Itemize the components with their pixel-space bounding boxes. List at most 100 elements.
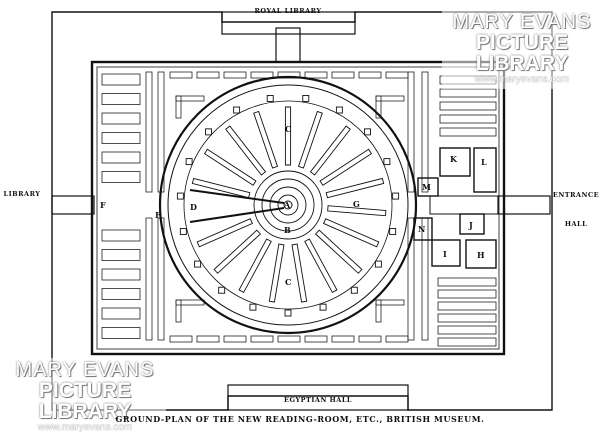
reading-desk — [284, 106, 292, 166]
bookstack-bottom — [385, 335, 409, 343]
library-label: LIBRARY — [4, 190, 41, 198]
reading-desk — [327, 205, 387, 217]
bookstack-right — [437, 337, 497, 347]
corner-stack — [175, 299, 182, 323]
bookstack-left — [101, 288, 141, 300]
letter-c-bottom: C — [285, 277, 291, 287]
bookstack-left — [101, 171, 141, 183]
letter-f: F — [100, 200, 106, 210]
bookstack-right — [437, 313, 497, 323]
watermark-line3: www.maryevans.com — [474, 74, 570, 85]
catalogue-desk — [383, 158, 391, 166]
catalogue-desk — [389, 228, 397, 235]
corner-stack — [375, 95, 382, 119]
reading-desk — [213, 229, 261, 274]
bookstack-bottom — [277, 335, 301, 343]
letter-j: J — [468, 220, 473, 230]
central-passage — [189, 189, 285, 223]
letter-k: K — [450, 154, 458, 164]
corner-stack — [375, 299, 405, 306]
catalogue-desk — [249, 303, 257, 311]
catalogue-desk — [185, 158, 193, 166]
reading-desk — [191, 177, 251, 199]
bookstack-top — [331, 71, 355, 79]
bookstack-bottom — [196, 335, 220, 343]
bookstack-right — [439, 101, 497, 111]
bookstack-right — [439, 127, 497, 137]
watermark-line2: PICTURE LIBRARY — [475, 31, 569, 75]
bookstack-left — [101, 151, 141, 164]
bookstack-left — [101, 229, 141, 242]
reading-desk — [297, 110, 323, 169]
bookstack-bottom — [358, 335, 382, 343]
bookstack-bottom — [223, 335, 247, 343]
entrance-label: ENTRANCE — [553, 191, 599, 199]
catalogue-desk — [194, 260, 202, 268]
service-rooms — [413, 147, 499, 269]
catalogue-desk — [364, 128, 371, 136]
catalogue-desk — [284, 309, 292, 317]
reading-desk — [268, 243, 285, 303]
bookstack-bottom — [331, 335, 355, 343]
catalogue-desk — [179, 228, 187, 235]
royal-library-wing — [221, 11, 356, 35]
watermark-line3: www.maryevans.com — [37, 422, 133, 433]
watermark-line1: MARY EVANS — [452, 11, 592, 33]
bookstack-column — [145, 71, 153, 193]
reading-room — [158, 75, 418, 335]
hall-label: HALL — [565, 220, 587, 228]
bookstack-column — [145, 217, 153, 341]
corner-stack — [175, 299, 205, 306]
bookstack-left — [101, 93, 141, 105]
main-building — [90, 60, 506, 356]
bookstack-bottom — [250, 335, 274, 343]
bookstack-column — [407, 71, 415, 193]
egyptian-hall-label: EGYPTIAN HALL — [284, 396, 352, 404]
catalogue-desk — [176, 192, 184, 200]
letter-c-top: C — [285, 124, 291, 134]
bookstack-column — [421, 217, 429, 341]
bookstack-left — [101, 307, 141, 320]
letter-g: G — [353, 199, 360, 209]
bookstack-right — [439, 88, 497, 98]
bookstack-left — [101, 249, 141, 261]
bookstack-right — [439, 114, 497, 124]
caption: GROUND-PLAN OF THE NEW READING-ROOM, ETC… — [115, 414, 485, 424]
reading-desk — [203, 148, 257, 186]
watermark-line1: MARY EVANS — [15, 359, 155, 381]
bookstack-bottom — [304, 335, 328, 343]
bookstack-column — [407, 217, 415, 341]
watermark-top-right: MARY EVANS PICTURE LIBRARY www.maryevans… — [442, 10, 600, 89]
bookstack-left — [101, 132, 141, 144]
letter-h: H — [477, 250, 485, 260]
letter-b: B — [284, 225, 291, 235]
corner-stack — [375, 95, 405, 102]
letter-e: E — [155, 210, 161, 220]
royal-library-label: ROYAL LIBRARY — [254, 7, 321, 15]
bookstack-bottom — [169, 335, 193, 343]
catalogue-desk — [374, 260, 382, 268]
letter-a: A — [283, 200, 291, 210]
bookstack-left — [101, 268, 141, 281]
bookstack-top — [358, 71, 382, 79]
catalogue-desk — [350, 286, 358, 294]
catalogue-desk — [233, 106, 241, 114]
corner-stack — [175, 95, 182, 119]
bookstack-left — [101, 73, 141, 86]
bookstack-right — [437, 277, 497, 287]
bookstack-top — [250, 71, 274, 79]
reading-desk — [304, 238, 338, 294]
reading-desk — [315, 229, 363, 274]
bookstack-right — [437, 289, 497, 299]
reading-desk — [325, 177, 385, 199]
egyptian-hall-wing — [227, 384, 409, 411]
reading-desk — [309, 125, 351, 176]
catalogue-desk — [335, 106, 343, 114]
reading-desk — [291, 243, 308, 303]
catalogue-desk — [218, 286, 226, 294]
letter-n: N — [418, 224, 425, 234]
bookstack-top — [223, 71, 247, 79]
bookstack-right — [437, 325, 497, 335]
library-corridor — [51, 195, 95, 215]
